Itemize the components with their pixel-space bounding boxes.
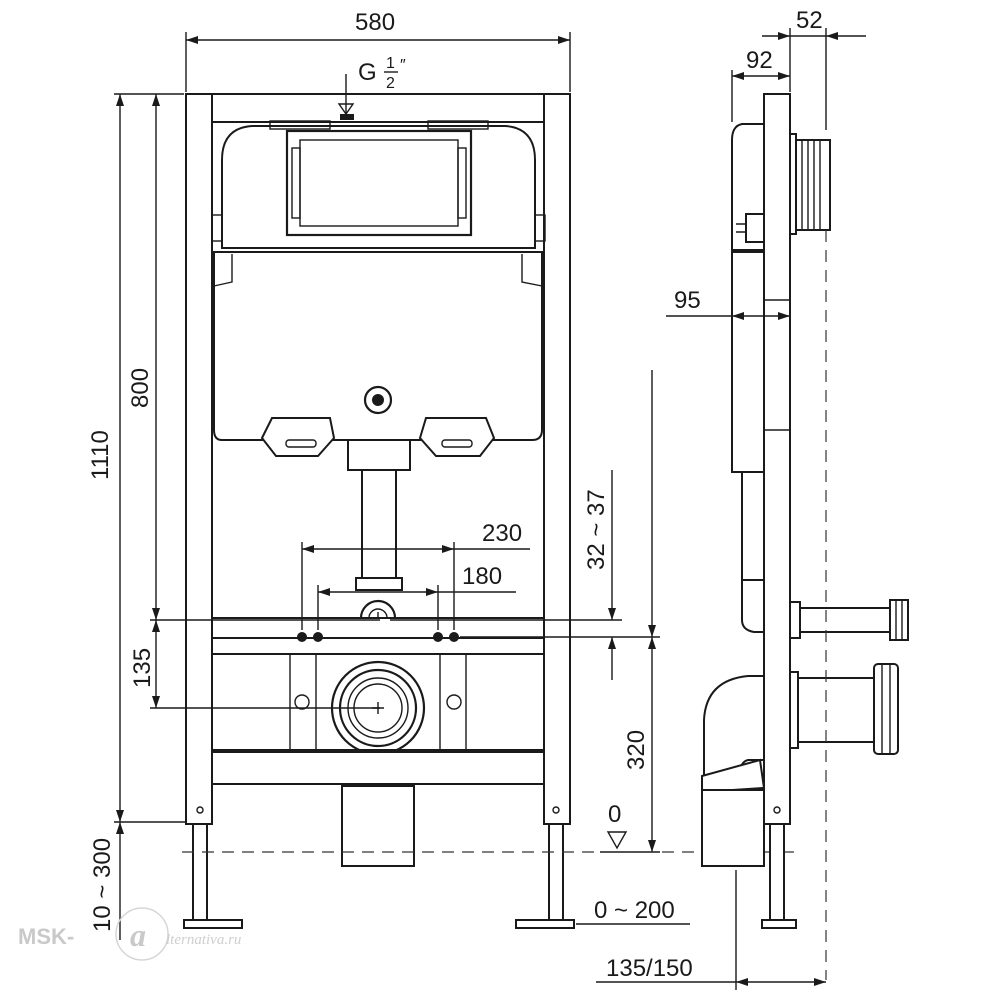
front-view: 580 G 1 2 ″ 1110 800 135 10 ~ 300 <box>87 9 800 940</box>
watermark-tail: lternativa.ru <box>166 932 241 948</box>
right-mount-tab <box>418 417 496 457</box>
side-cistern-tank <box>731 251 765 473</box>
cistern-upper <box>221 125 536 249</box>
left-foot <box>192 823 208 923</box>
dim-depth-label: 92 <box>746 47 773 74</box>
side-frame-post <box>763 93 791 825</box>
frame-mid-bar <box>211 617 545 639</box>
dim-stud-outer-label: 230 <box>482 520 522 547</box>
drain-valve-icon <box>363 385 393 415</box>
dim-mid-label: 95 <box>674 287 701 314</box>
dim-inlet-unit: ″ <box>400 57 406 74</box>
dim-foot-range-label: 0 ~ 200 <box>594 897 675 924</box>
dim-inlet-denominator: 2 <box>386 75 395 92</box>
dim-bottom-label: 135/150 <box>606 955 693 982</box>
side-waste-outlet <box>797 677 875 743</box>
left-mount-tab <box>260 417 336 457</box>
dim-stud-inner-label: 180 <box>462 563 502 590</box>
frame-left-post <box>185 93 213 825</box>
cistern-outlet-neck <box>347 439 411 471</box>
dim-outlet-height-label: 320 <box>623 730 650 770</box>
floor-datum-icon <box>606 831 628 850</box>
flush-pipe <box>361 469 397 581</box>
frame-bottom-bar <box>211 751 545 785</box>
dim-width-label: 580 <box>355 9 395 36</box>
right-foot <box>548 823 564 923</box>
dim-height-tank-label: 800 <box>127 368 154 408</box>
dim-pipe-offset-label: 135 <box>129 648 156 688</box>
dim-height-total-label: 1110 <box>87 430 114 480</box>
right-foot-plate <box>515 919 575 929</box>
dim-stud-range-label: 32 ~ 37 <box>583 489 610 570</box>
left-foot-plate <box>183 919 243 929</box>
watermark: MSK- a lternativa.ru <box>18 907 241 961</box>
bracket-bolt-icon <box>294 694 310 710</box>
flush-plate-opening <box>285 129 473 237</box>
watermark-script-letter: a <box>130 917 146 953</box>
side-view: 52 92 95 135/150 <box>596 7 909 990</box>
dim-zero-label: 0 <box>608 801 621 828</box>
side-flush-flange <box>795 139 831 231</box>
watermark-brand: MSK- <box>18 924 74 949</box>
dim-top-offset-label: 52 <box>796 7 823 34</box>
cistern-tank <box>213 251 543 441</box>
watermark-logo-icon <box>115 907 169 961</box>
dim-inlet-label: G <box>358 59 377 86</box>
waste-pipe-stub <box>341 785 415 867</box>
stud-hole-icon <box>297 632 307 642</box>
dim-height-adjust-label: 10 ~ 300 <box>89 838 116 932</box>
inlet-arrow-icon <box>337 103 355 116</box>
dim-inlet-numerator: 1 <box>386 55 395 72</box>
frame-right-post <box>543 93 571 825</box>
side-flush-connector <box>799 607 891 633</box>
frame-top-bar <box>185 93 571 123</box>
